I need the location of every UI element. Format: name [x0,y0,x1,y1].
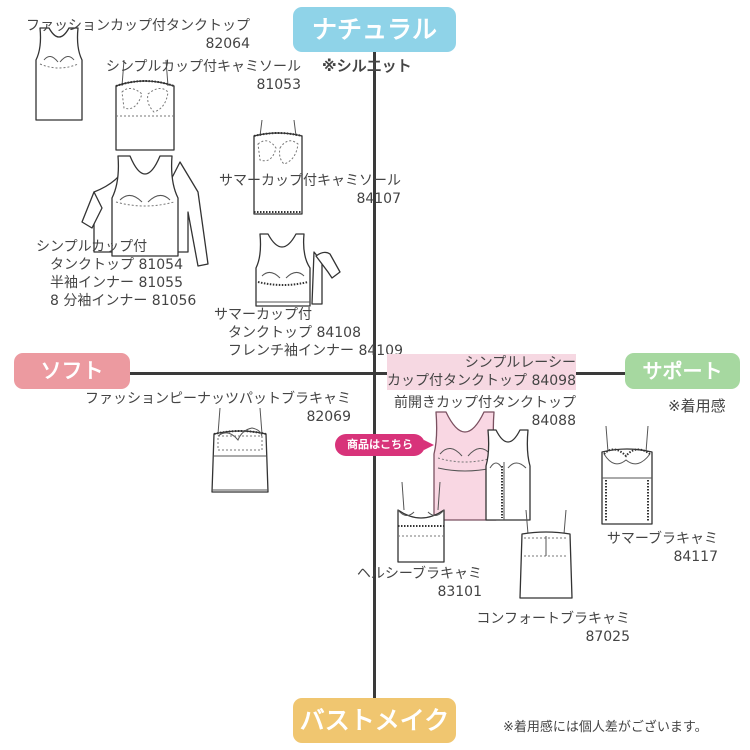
product-code: 82064 [205,36,250,52]
product-code: 87025 [585,629,630,645]
product-name: ファッションピーナッツパットブラキャミ [85,391,351,407]
product-label-8410x[interactable]: サマーカップ付 タンクトップ 84108 フレンチ袖インナー 84109 [214,306,403,360]
product-line: フレンチ袖インナー 84109 [228,343,403,359]
product-label-8105x[interactable]: シンプルカップ付 タンクトップ 81054 半袖インナー 81055 8 分袖イ… [36,238,196,310]
product-code: 83101 [437,584,482,600]
product-line: サマーカップ付 [214,307,312,323]
product-label-84107[interactable]: サマーカップ付キャミソール 84107 [219,172,401,208]
product-label-82064[interactable]: ファッションカップ付タンクトップ 82064 [26,17,250,53]
garment-82064-illustration [35,27,83,121]
axis-note-top: ※シルエット [322,57,412,75]
product-name: コンフォートブラキャミ [476,611,630,627]
product-line: 半袖インナー 81055 [50,275,183,291]
product-line: 8 分袖インナー 81056 [50,293,197,309]
product-line: タンクトップ 84108 [228,325,361,341]
product-name: ヘルシーブラキャミ [356,566,482,582]
garment-8410x-illustration [255,233,341,307]
product-name: ファッションカップ付タンクトップ [26,18,250,34]
product-name: サマーカップ付キャミソール [219,173,401,189]
garment-83101-illustration [397,481,445,563]
garment-87025-illustration [519,509,573,599]
garment-84088-illustration [485,429,531,521]
product-label-87025[interactable]: コンフォートブラキャミ 87025 [476,610,630,646]
product-line: タンクトップ 81054 [50,257,183,273]
axis-label-right: サポート [625,353,740,389]
garment-84107-illustration [253,119,303,215]
product-name: カップ付タンクトップ 84098 [387,372,576,390]
product-link-badge[interactable]: 商品はこちら [335,434,434,456]
vertical-axis [373,52,376,702]
product-code: 84088 [531,413,576,429]
axis-label-bottom: バストメイク [293,698,456,743]
product-code: 84117 [673,549,718,565]
product-name: シンプルカップ付キャミソール [105,59,301,75]
garment-8105x-illustration [81,155,209,267]
axis-label-top: ナチュラル [293,7,456,52]
garment-82069-illustration [211,407,269,493]
product-label-84088[interactable]: 前開きカップ付タンクトップ 84088 [394,394,576,430]
footnote: ※着用感には個人差がございます。 [503,720,708,735]
product-label-82069[interactable]: ファッションピーナッツパットブラキャミ 82069 [85,390,351,426]
axis-label-left: ソフト [14,353,130,389]
horizontal-axis [120,372,640,375]
product-name: サマーブラキャミ [606,531,718,547]
product-code: 81053 [256,77,301,93]
product-label-84117[interactable]: サマーブラキャミ 84117 [607,530,718,566]
product-line: シンプルカップ付 [36,239,148,255]
product-label-81053[interactable]: シンプルカップ付キャミソール 81053 [106,58,301,94]
product-label-84098[interactable]: シンプルレーシー カップ付タンクトップ 84098 [387,354,576,390]
product-name: シンプルレーシー [387,354,576,372]
axis-note-right: ※着用感 [668,397,726,415]
garment-81053-illustration [115,59,175,151]
product-label-83101[interactable]: ヘルシーブラキャミ 83101 [357,565,482,601]
garment-84117-illustration [601,425,653,525]
product-code: 82069 [306,409,351,425]
product-name: 前開きカップ付タンクトップ [394,395,576,411]
product-code: 84107 [356,191,401,207]
